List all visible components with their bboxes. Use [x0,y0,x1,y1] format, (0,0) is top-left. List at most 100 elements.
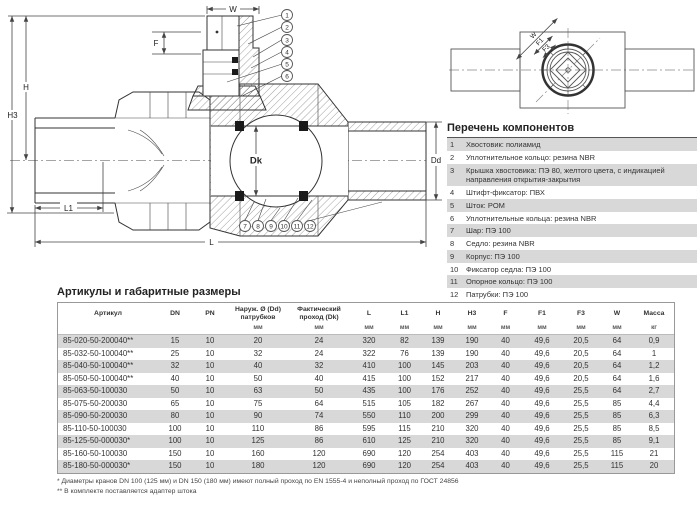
dimension-cell: 76 [400,348,409,358]
dimension-cell: 40 [314,373,324,383]
dimension-cell: 40 [501,436,510,446]
components-title: Перечень компонентов [447,122,697,138]
dimension-cell: 24 [314,336,324,346]
dimension-cell: 20,5 [573,361,589,371]
dimension-cell: 25,5 [573,448,589,458]
dimension-cell: 20,5 [573,348,589,358]
dimension-cell: 20,5 [573,336,589,346]
dimension-cell: 210 [431,436,445,446]
dimension-cell: 254 [431,461,445,471]
dimension-cell: 299 [465,411,479,421]
dimension-cell: 82 [400,336,409,346]
dimension-cell: 1,6 [648,373,660,383]
component-number: 4 [450,188,455,197]
svg-text:2: 2 [285,25,289,32]
component-description: Уплотнительное кольцо: резина NBR [466,152,596,162]
dimension-cell: 115 [398,423,411,433]
dimension-cell: 100 [397,361,411,371]
dimension-cell: 690 [362,461,376,471]
dimension-cell: 86 [314,423,324,433]
dimension-cell: 40 [253,361,263,371]
component-number: 3 [450,165,455,175]
callout-9: 9 [265,220,277,232]
right-pipe [348,121,427,201]
o-ring [232,57,238,63]
callout-4: 4 [281,46,293,58]
dimension-cell: 10 [205,436,215,446]
dim-label-w: W [229,5,237,14]
dimension-cell: 10 [205,411,215,421]
dimension-cell: 125 [251,436,265,446]
dimension-cell: 100 [168,423,182,433]
column-header: F1 [538,310,546,318]
dimension-cell: 403 [465,461,479,471]
svg-text:1: 1 [285,13,289,20]
dimension-cell: 110 [398,411,411,421]
column-unit: мм [364,324,374,332]
dimension-cell: 50 [170,386,180,396]
dimension-cell: 145 [431,361,445,371]
dimension-cell: 139 [431,336,445,346]
dim-label-h: H [23,83,29,92]
dimension-cell: 200 [431,411,445,421]
component-description: Патрубки: ПЭ 100 [466,290,529,299]
dimension-cell: 550 [362,411,376,421]
article-cell: 85-032-50-100040** [63,348,134,358]
dimension-cell: 63 [253,386,263,396]
dimension-cell: 49,6 [534,373,550,383]
callout-11: 11 [291,220,303,232]
dimension-cell: 10 [205,398,215,408]
dimension-cell: 176 [431,386,445,396]
dimension-cell: 40 [501,348,510,358]
dimension-cell: 49,6 [534,436,550,446]
svg-text:3: 3 [285,38,289,45]
column-header: F3 [577,310,585,318]
dimension-cell: 40 [170,373,180,383]
svg-text:9: 9 [269,224,273,231]
dimension-cell: 105 [397,398,411,408]
svg-text:6: 6 [285,74,289,81]
svg-text:11: 11 [294,224,301,231]
dimension-cell: 49,6 [534,398,550,408]
dimension-cell: 120 [397,448,411,458]
dimension-cell: 203 [465,361,479,371]
dimension-cell: 415 [362,373,376,383]
dimension-cell: 20 [649,461,659,471]
svg-text:8: 8 [256,224,260,231]
dimension-cell: 20 [253,336,263,346]
column-unit: мм [399,324,410,332]
dim-label-f1: F1 [535,37,546,48]
column-unit: мм [576,324,586,332]
dimension-cell: 50 [314,386,324,396]
dimension-cell: 320 [362,336,376,346]
body-top-view [519,31,626,109]
dimension-cell: 25,5 [573,411,589,421]
dimension-cell: 9,1 [648,436,660,446]
dimension-cell: 120 [312,448,326,458]
column-header: Фактический проход (Dk) [297,306,341,322]
column-unit [192,323,228,334]
dimension-cell: 115 [610,461,624,471]
callout-5: 5 [281,58,293,70]
callout-10: 10 [278,220,290,232]
dimension-cell: 100 [397,373,411,383]
dimension-cell: 49,6 [534,461,550,471]
dimension-cell: 40 [501,461,510,471]
dimension-cell: 80 [170,411,180,421]
stem-head-top-view [541,43,595,97]
dimension-cell: 49,6 [534,386,550,396]
